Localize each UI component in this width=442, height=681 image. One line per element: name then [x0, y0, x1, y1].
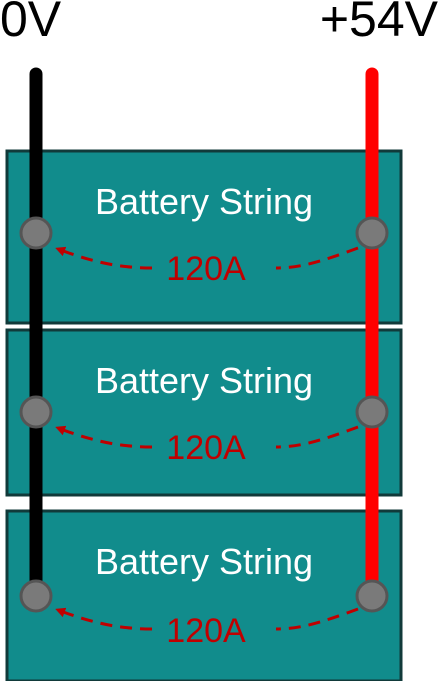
battery-string-2-label: Battery String	[95, 360, 313, 401]
negative-terminal-1	[19, 216, 53, 250]
current-label-3: 120A	[166, 612, 246, 650]
current-arrow-2	[58, 427, 359, 449]
battery-string-2	[5, 328, 403, 497]
current-label-1: 120A	[166, 250, 246, 288]
positive-terminal-2	[355, 395, 389, 429]
positive-terminal-label: +54V	[319, 0, 438, 47]
battery-string-1	[5, 149, 403, 325]
negative-terminal-label: 0V	[0, 0, 62, 47]
negative-terminal-3	[19, 579, 53, 613]
battery-string-1-label: Battery String	[95, 181, 313, 222]
current-arrow-1	[58, 248, 359, 270]
current-label-2: 120A	[166, 429, 246, 467]
positive-terminal-1	[355, 216, 389, 250]
battery-string-3-label: Battery String	[95, 541, 313, 582]
positive-terminal-3	[355, 579, 389, 613]
battery-string-3	[5, 509, 403, 681]
current-arrow-3	[58, 609, 359, 631]
negative-terminal-2	[19, 395, 53, 429]
